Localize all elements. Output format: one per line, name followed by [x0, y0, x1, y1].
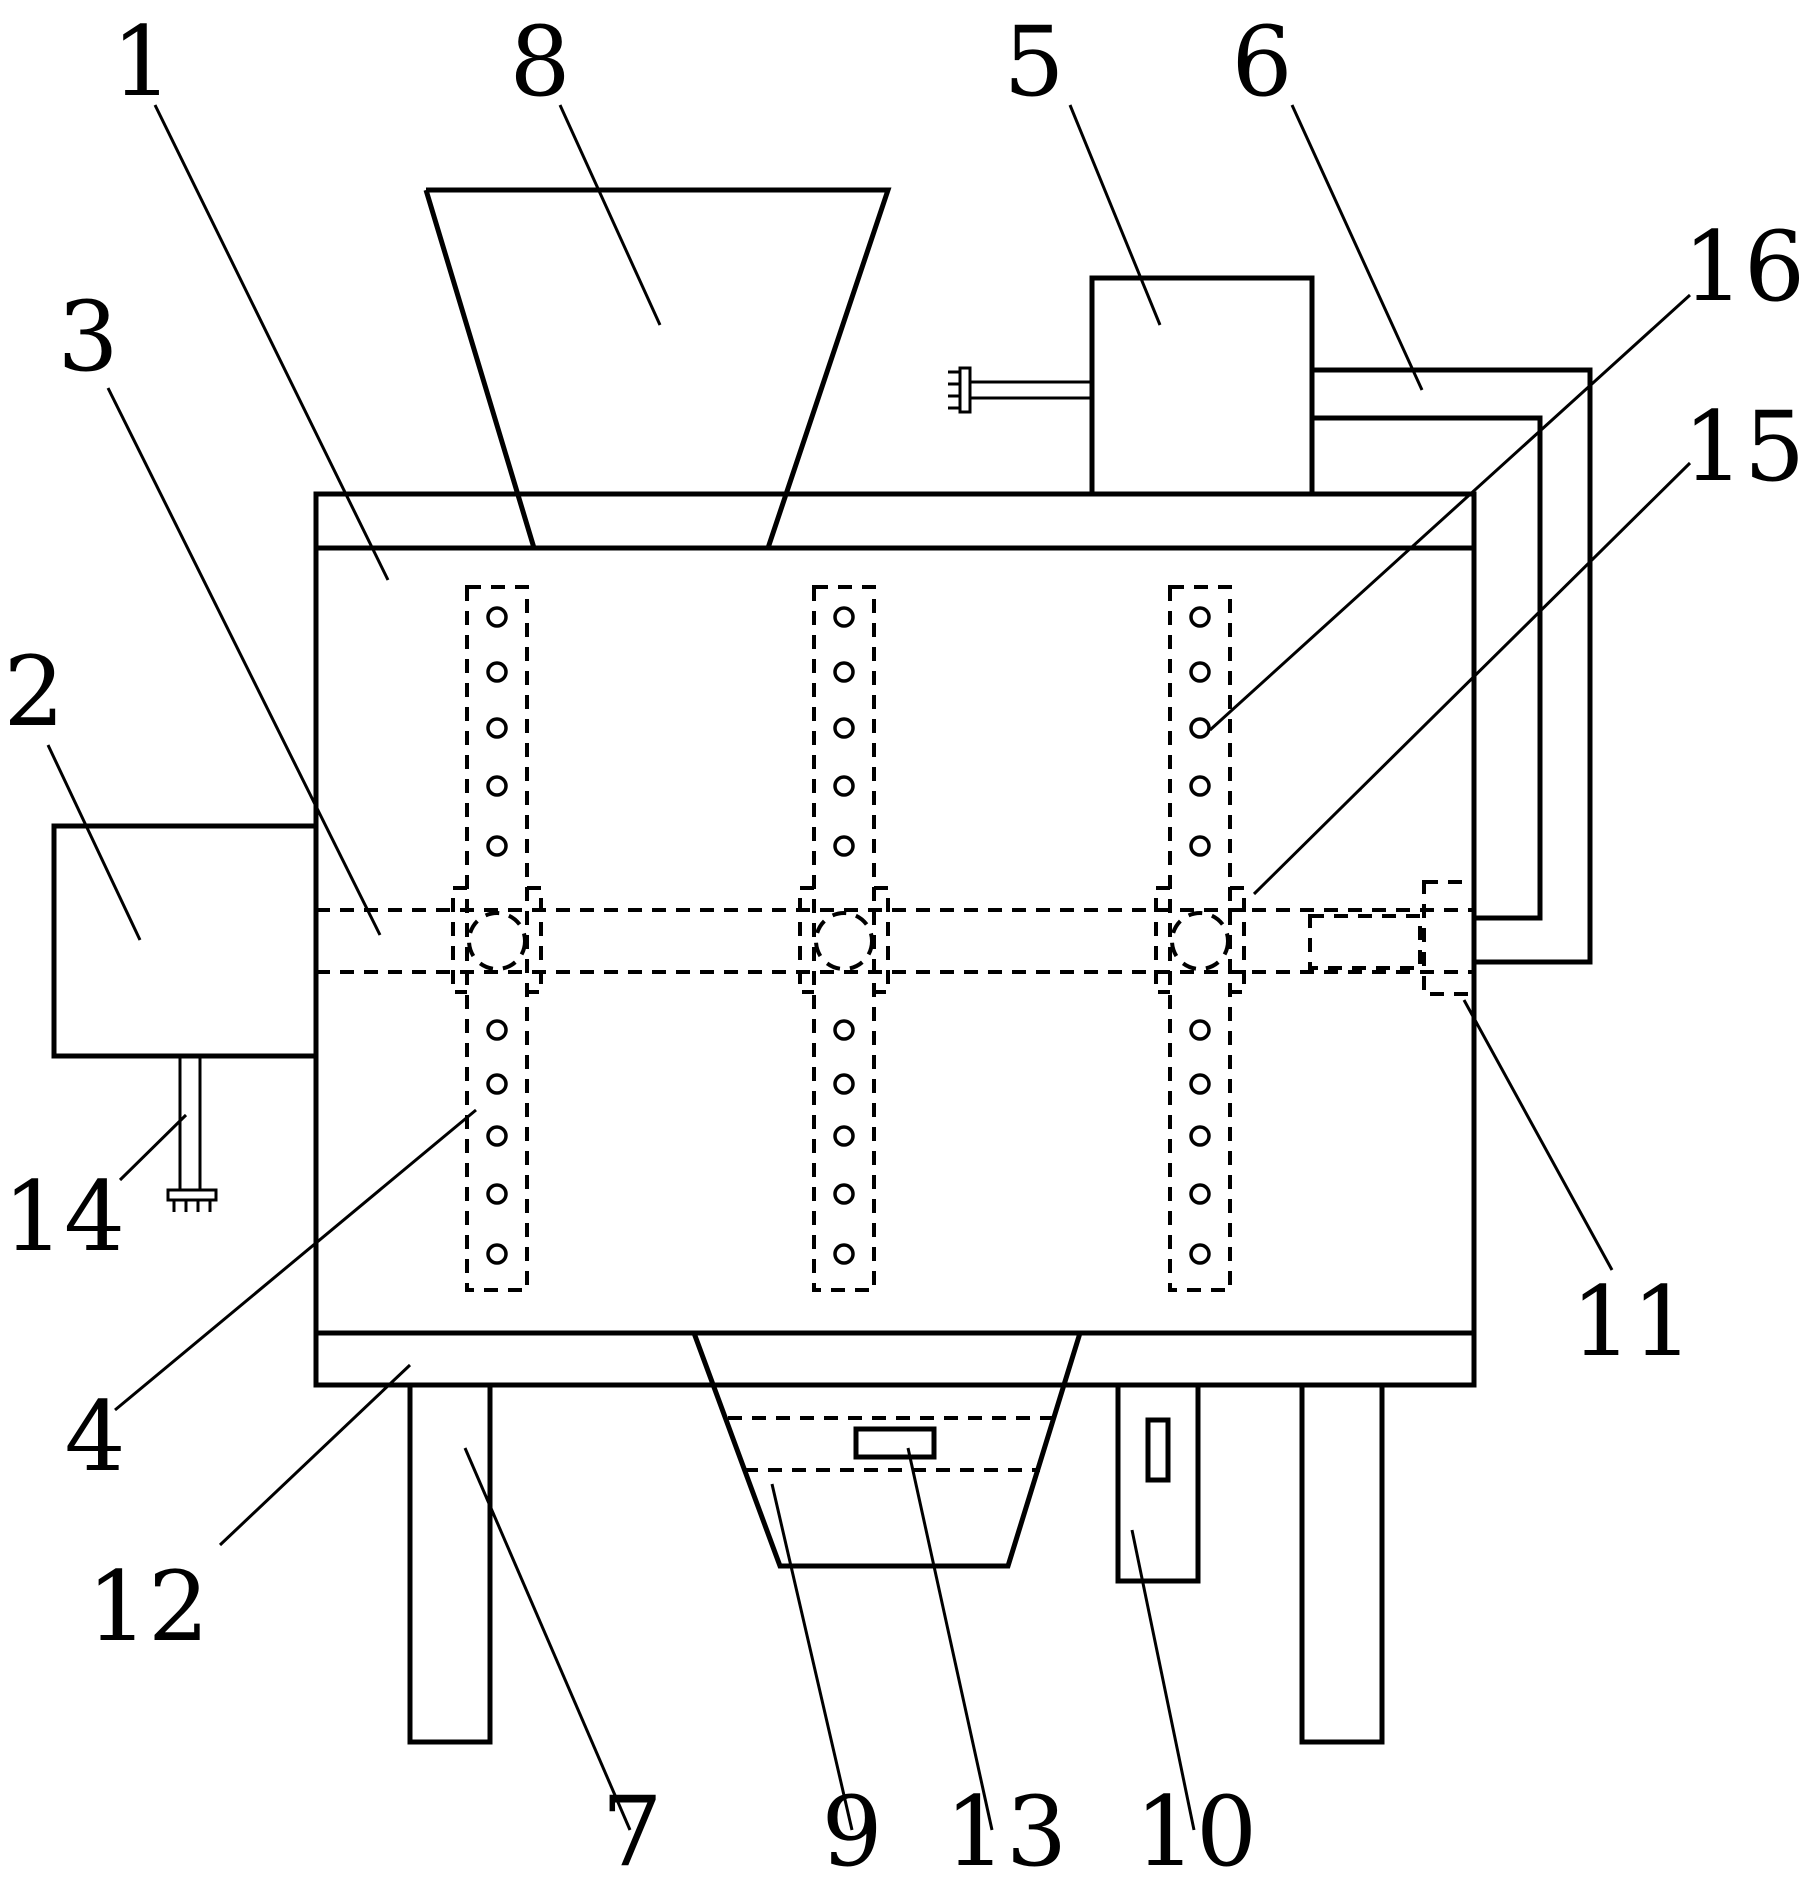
spray-hole	[833, 1125, 855, 1147]
spray-hole	[1189, 661, 1211, 683]
paddle-arm	[812, 585, 876, 1292]
label-16: 16	[1683, 211, 1805, 323]
paddle-hub	[814, 911, 874, 971]
spray-hole	[833, 775, 855, 797]
label-6: 6	[1231, 6, 1292, 118]
spray-hole	[833, 717, 855, 739]
spray-hole	[833, 661, 855, 683]
label-15: 15	[1683, 391, 1805, 503]
paddle-hub-flange	[451, 886, 543, 994]
support-leg-right	[1299, 1382, 1385, 1745]
spray-hole	[1189, 1243, 1211, 1265]
spray-hole	[833, 1019, 855, 1041]
paddle-hub-flange	[1154, 886, 1246, 994]
spray-hole	[486, 606, 508, 628]
spray-hole	[833, 835, 855, 857]
spray-hole	[1189, 717, 1211, 739]
spray-hole	[833, 1243, 855, 1265]
label-13: 13	[945, 1776, 1067, 1879]
label-14: 14	[3, 1161, 125, 1273]
label-10: 10	[1135, 1776, 1257, 1879]
spray-hole	[1189, 1125, 1211, 1147]
discharge-valve	[853, 1426, 937, 1460]
spray-hole	[486, 1073, 508, 1095]
label-12: 12	[87, 1551, 209, 1663]
spray-hole	[1189, 775, 1211, 797]
paddle-group	[451, 585, 1246, 1292]
label-2: 2	[3, 636, 64, 748]
base-plate	[313, 1330, 1477, 1388]
spray-hole	[486, 1183, 508, 1205]
paddle-hub	[1170, 911, 1230, 971]
label-11: 11	[1571, 1266, 1693, 1378]
rotary-joint	[1308, 880, 1476, 996]
spray-hole	[1189, 606, 1211, 628]
spray-hole	[486, 1243, 508, 1265]
spray-hole	[1189, 835, 1211, 857]
spray-hole	[1189, 1183, 1211, 1205]
paddle-hub	[467, 911, 527, 971]
power-plug-left	[166, 1056, 218, 1212]
spray-hole	[833, 606, 855, 628]
label-9: 9	[821, 1776, 882, 1879]
leader-lines	[46, 104, 1692, 1831]
spray-hole	[486, 1019, 508, 1041]
label-1: 1	[111, 6, 172, 118]
label-5: 5	[1003, 6, 1064, 118]
discharge-hopper	[691, 1332, 1083, 1569]
label-7: 7	[601, 1776, 662, 1879]
mixing-shaft	[316, 908, 1474, 974]
paddle-hub-flange	[798, 886, 890, 994]
spray-hole	[486, 775, 508, 797]
label-3: 3	[57, 281, 118, 393]
spray-hole	[486, 717, 508, 739]
spray-hole	[833, 1183, 855, 1205]
control-box	[1115, 1382, 1201, 1584]
power-plug-top	[948, 366, 1092, 414]
control-switch	[1145, 1417, 1171, 1483]
spray-hole	[833, 1073, 855, 1095]
label-4: 4	[64, 1381, 125, 1493]
drive-motor	[51, 823, 319, 1059]
spray-hole	[486, 835, 508, 857]
paddle-arm	[1168, 585, 1232, 1292]
label-8: 8	[509, 6, 570, 118]
water-pump	[1089, 275, 1315, 497]
water-pipe	[1312, 367, 1593, 965]
spray-hole	[1189, 1073, 1211, 1095]
paddle-arm	[465, 585, 529, 1292]
top-cover-plate	[313, 491, 1477, 551]
support-leg-left	[407, 1382, 493, 1745]
spray-hole	[486, 661, 508, 683]
spray-hole	[486, 1125, 508, 1147]
spray-hole	[1189, 1019, 1211, 1041]
